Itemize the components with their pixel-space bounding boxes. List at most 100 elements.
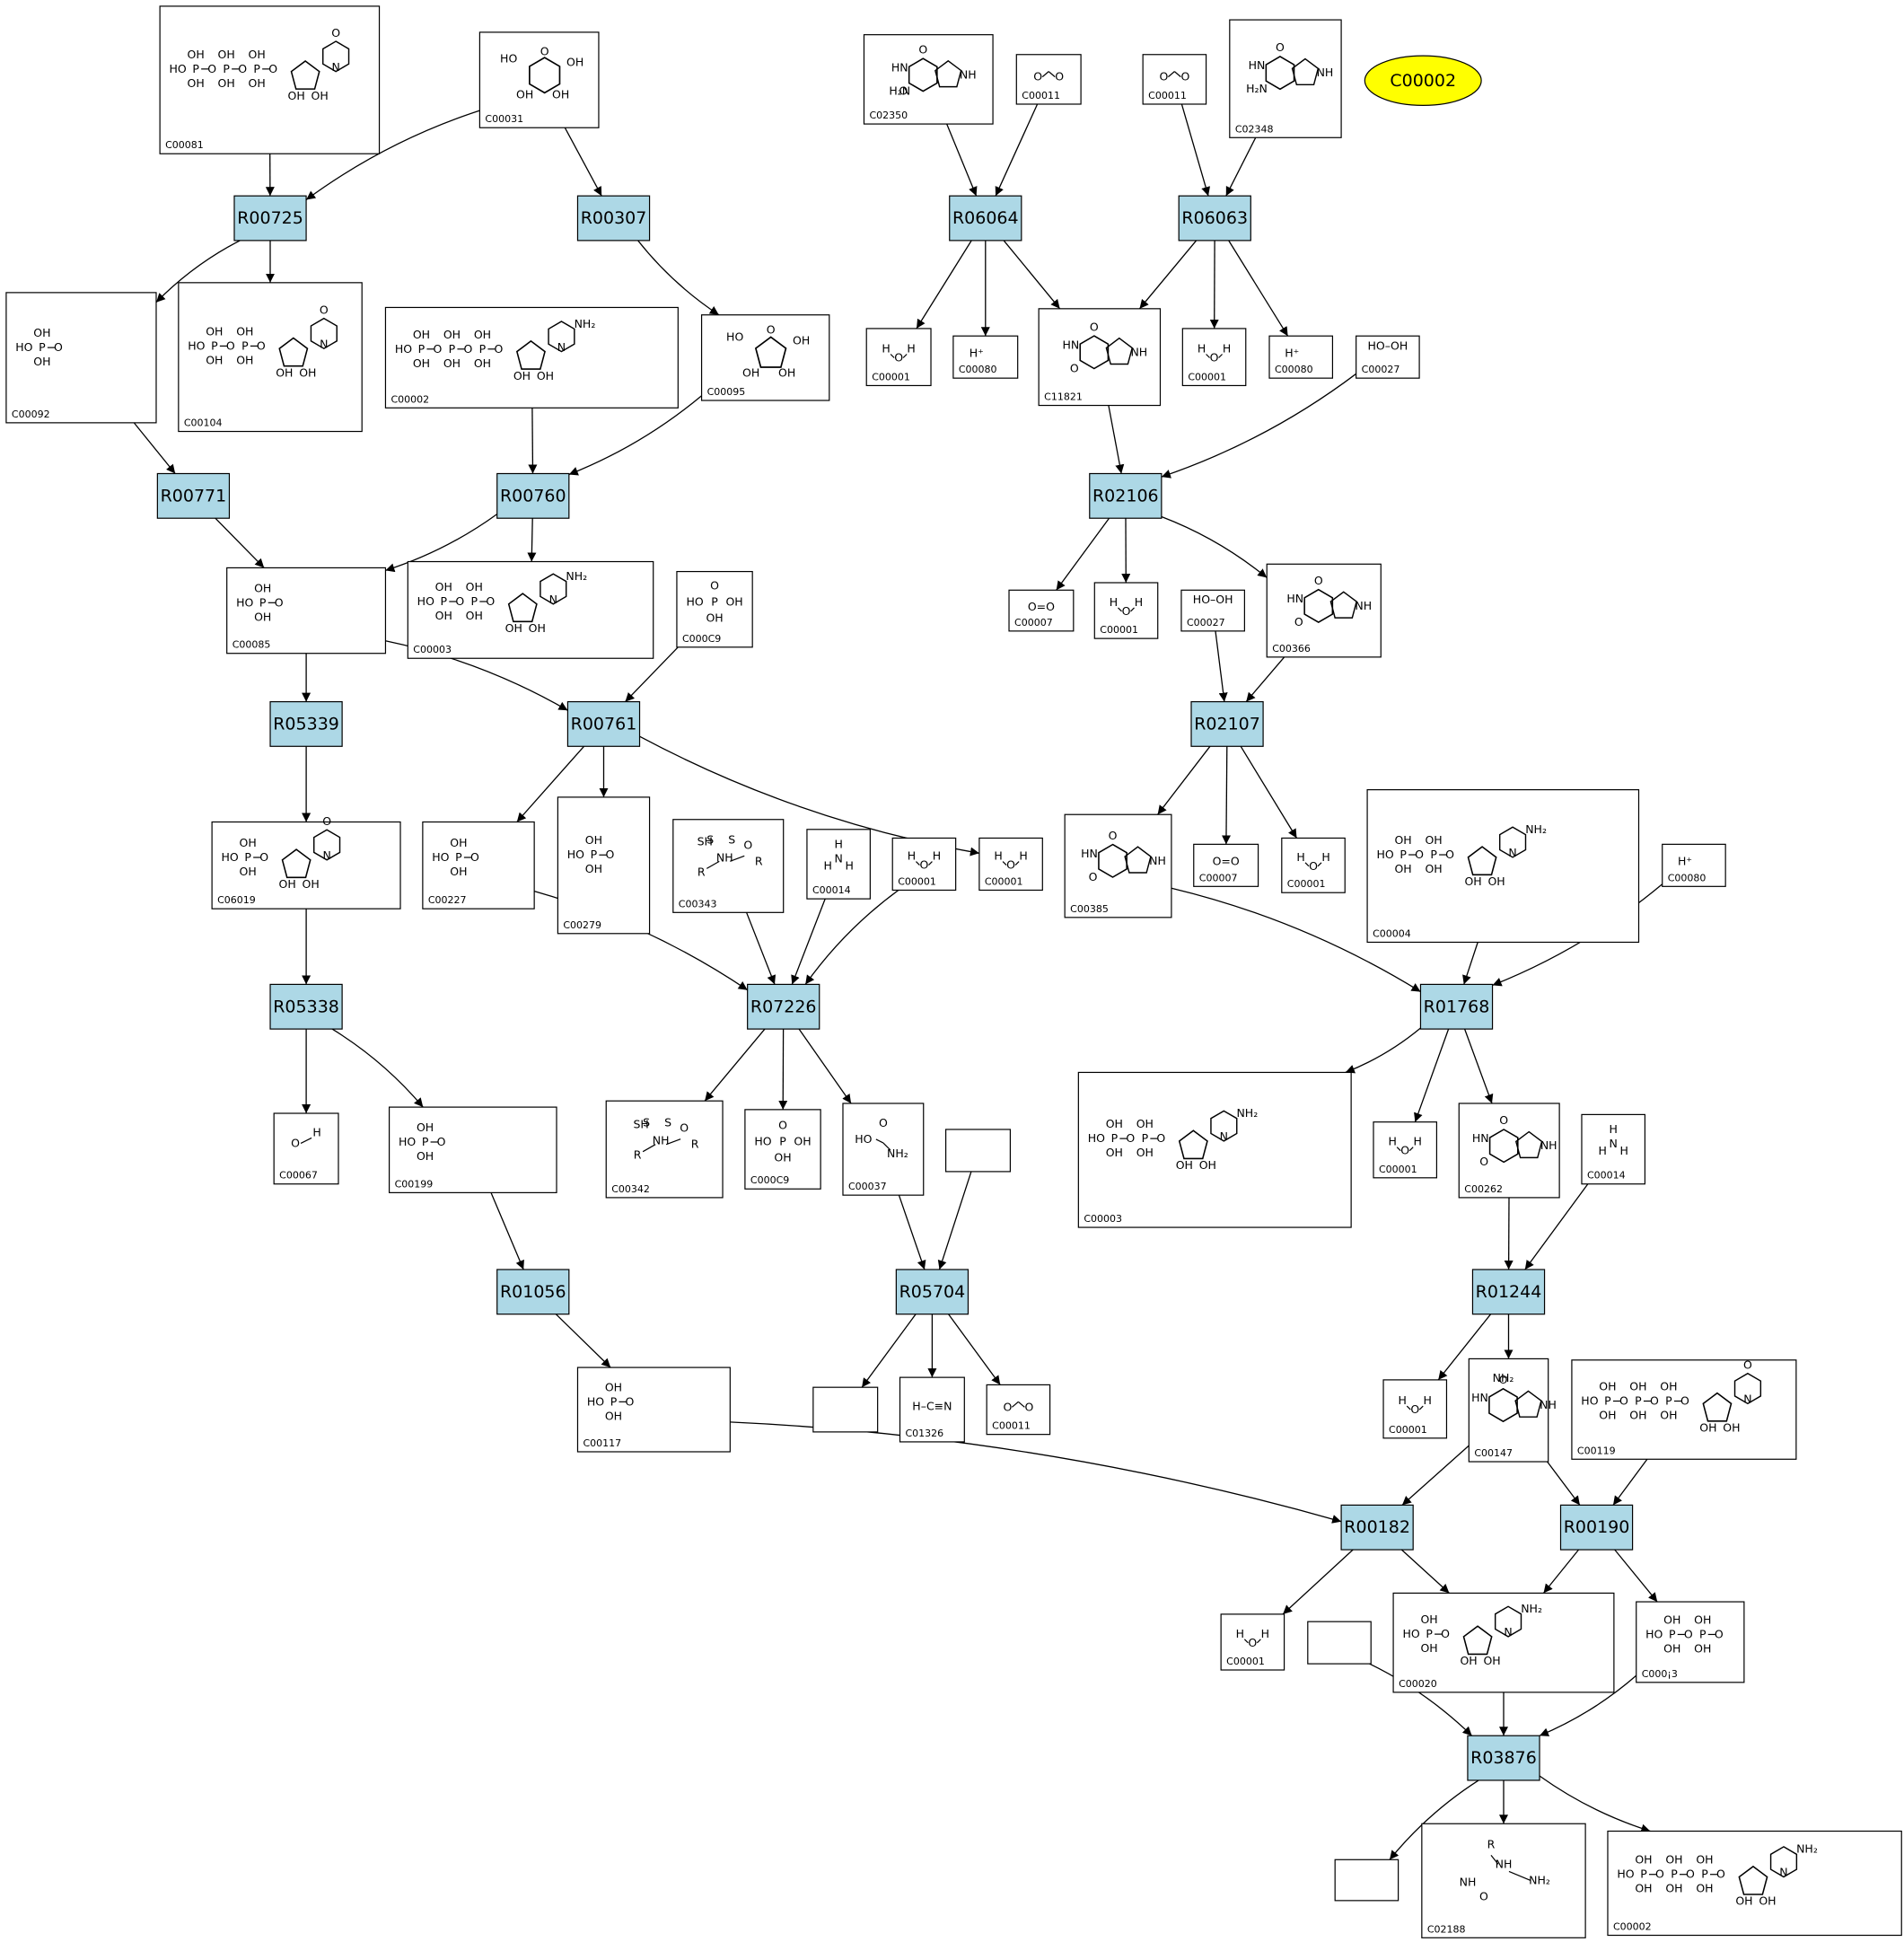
hydroxyl: OH [505, 621, 522, 635]
reaction-node-r01244[interactable]: R01244 [1471, 1269, 1546, 1315]
atom-h: H [1598, 1144, 1606, 1157]
compound-box [1229, 19, 1342, 138]
compound-box [891, 837, 957, 892]
reaction-node-r01768[interactable]: R01768 [1419, 983, 1494, 1030]
reaction-node-r00725[interactable]: R00725 [233, 195, 307, 242]
reaction-box [233, 195, 307, 242]
reaction-node-r00771[interactable]: R00771 [156, 472, 231, 519]
reaction-node-r07226[interactable]: R07226 [747, 983, 820, 1030]
reaction-edge [1369, 1663, 1473, 1736]
reaction-edge [1437, 1314, 1492, 1381]
reaction-node-r00760[interactable]: R00760 [496, 472, 570, 519]
reaction-node-r06063[interactable]: R06063 [1178, 195, 1251, 242]
compound-node-empty[interactable] [1334, 1859, 1399, 1902]
hydroxyl: OH [299, 365, 316, 379]
reaction-node-r03876[interactable]: R03876 [1467, 1735, 1540, 1781]
reaction-node-r00307[interactable]: R00307 [576, 195, 651, 242]
compound-node-c00080[interactable]: H⁺C00080 [1268, 335, 1334, 379]
compound-id-label: C000C9 [682, 633, 721, 645]
reaction-edge [1524, 1183, 1589, 1270]
compound-node-empty[interactable] [812, 1386, 879, 1433]
reaction-node-r00190[interactable]: R00190 [1559, 1504, 1634, 1551]
compound-node-c00080[interactable]: H⁺C00080 [952, 335, 1019, 379]
reaction-node-r00761[interactable]: R00761 [566, 700, 641, 747]
reaction-node-r01056[interactable]: R01056 [496, 1269, 570, 1315]
reaction-node-r02106[interactable]: R02106 [1089, 472, 1163, 519]
atom-h: H [1389, 1135, 1397, 1148]
hydroxyl: OH [1723, 1421, 1740, 1435]
reaction-node-r05704[interactable]: R05704 [895, 1269, 970, 1315]
reaction-node-r00182[interactable]: R00182 [1340, 1504, 1414, 1551]
hydroxyl: OH [1106, 1117, 1123, 1130]
highlight-node-c00002[interactable]: C00002 [1364, 55, 1482, 106]
compound-box [863, 34, 994, 125]
atom-p: P [610, 1394, 618, 1408]
hydroxyl: OH [417, 1120, 434, 1134]
compound-node-c00080[interactable]: H⁺C00080 [1662, 843, 1726, 887]
atom-o: O [1619, 1394, 1628, 1408]
reaction-node-r02107[interactable]: R02107 [1190, 700, 1264, 747]
reaction-node-r06064[interactable]: R06064 [949, 195, 1022, 242]
bond [1304, 862, 1310, 867]
reaction-node-r05339[interactable]: R05339 [269, 700, 343, 747]
compound-node-empty[interactable] [1307, 1621, 1372, 1665]
hydroxyl: OH [236, 324, 253, 338]
reaction-node-r05338[interactable]: R05338 [269, 983, 343, 1030]
compound-node-empty[interactable] [944, 1129, 1012, 1173]
atom-p: P [259, 595, 267, 609]
hydroxyl: HO [567, 848, 584, 861]
